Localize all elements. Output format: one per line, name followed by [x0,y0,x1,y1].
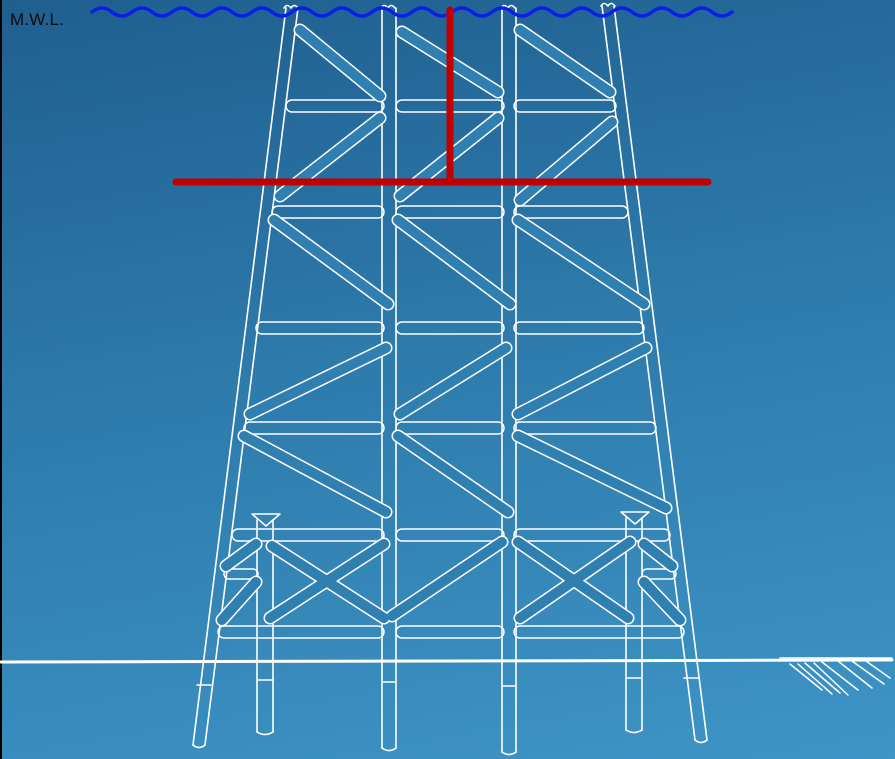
leg-outer-left [192,4,299,749]
skirt-piles [251,511,650,736]
mwl-wave-line [90,6,734,18]
diagonal-braces [215,23,687,627]
brace-skirt-right [641,568,677,580]
brace-h4-left [243,421,385,435]
brace-h3-mid [395,321,505,335]
seabed [0,657,894,696]
brace-h3-left [255,321,385,335]
brace-h4-right [513,421,657,435]
left-border [0,0,2,759]
brace-h6-left [217,625,385,639]
leg-outer-right [600,2,708,744]
seabed-line [0,658,894,664]
horizontal-braces [217,99,685,639]
brace-skirt-left [223,568,259,580]
seabed-hatching [779,657,893,696]
brace-h5-left [231,528,385,542]
brace-h2-left [271,205,385,219]
brace-h6-right [513,625,685,639]
brace-h4-mid [395,421,505,435]
diagonal-brace-fill [217,25,685,625]
mwl-label: M.W.L. [10,10,65,29]
brace-h2-mid [395,205,505,219]
brace-h1-left [285,99,385,113]
brace-h2-right [513,205,629,219]
brace-h3-right [513,321,645,335]
brace-h5-right [513,528,671,542]
highlighted-members [172,6,712,186]
brace-h1-right [513,99,617,113]
brace-h6-mid [395,625,505,639]
brace-h5-mid [395,528,505,542]
